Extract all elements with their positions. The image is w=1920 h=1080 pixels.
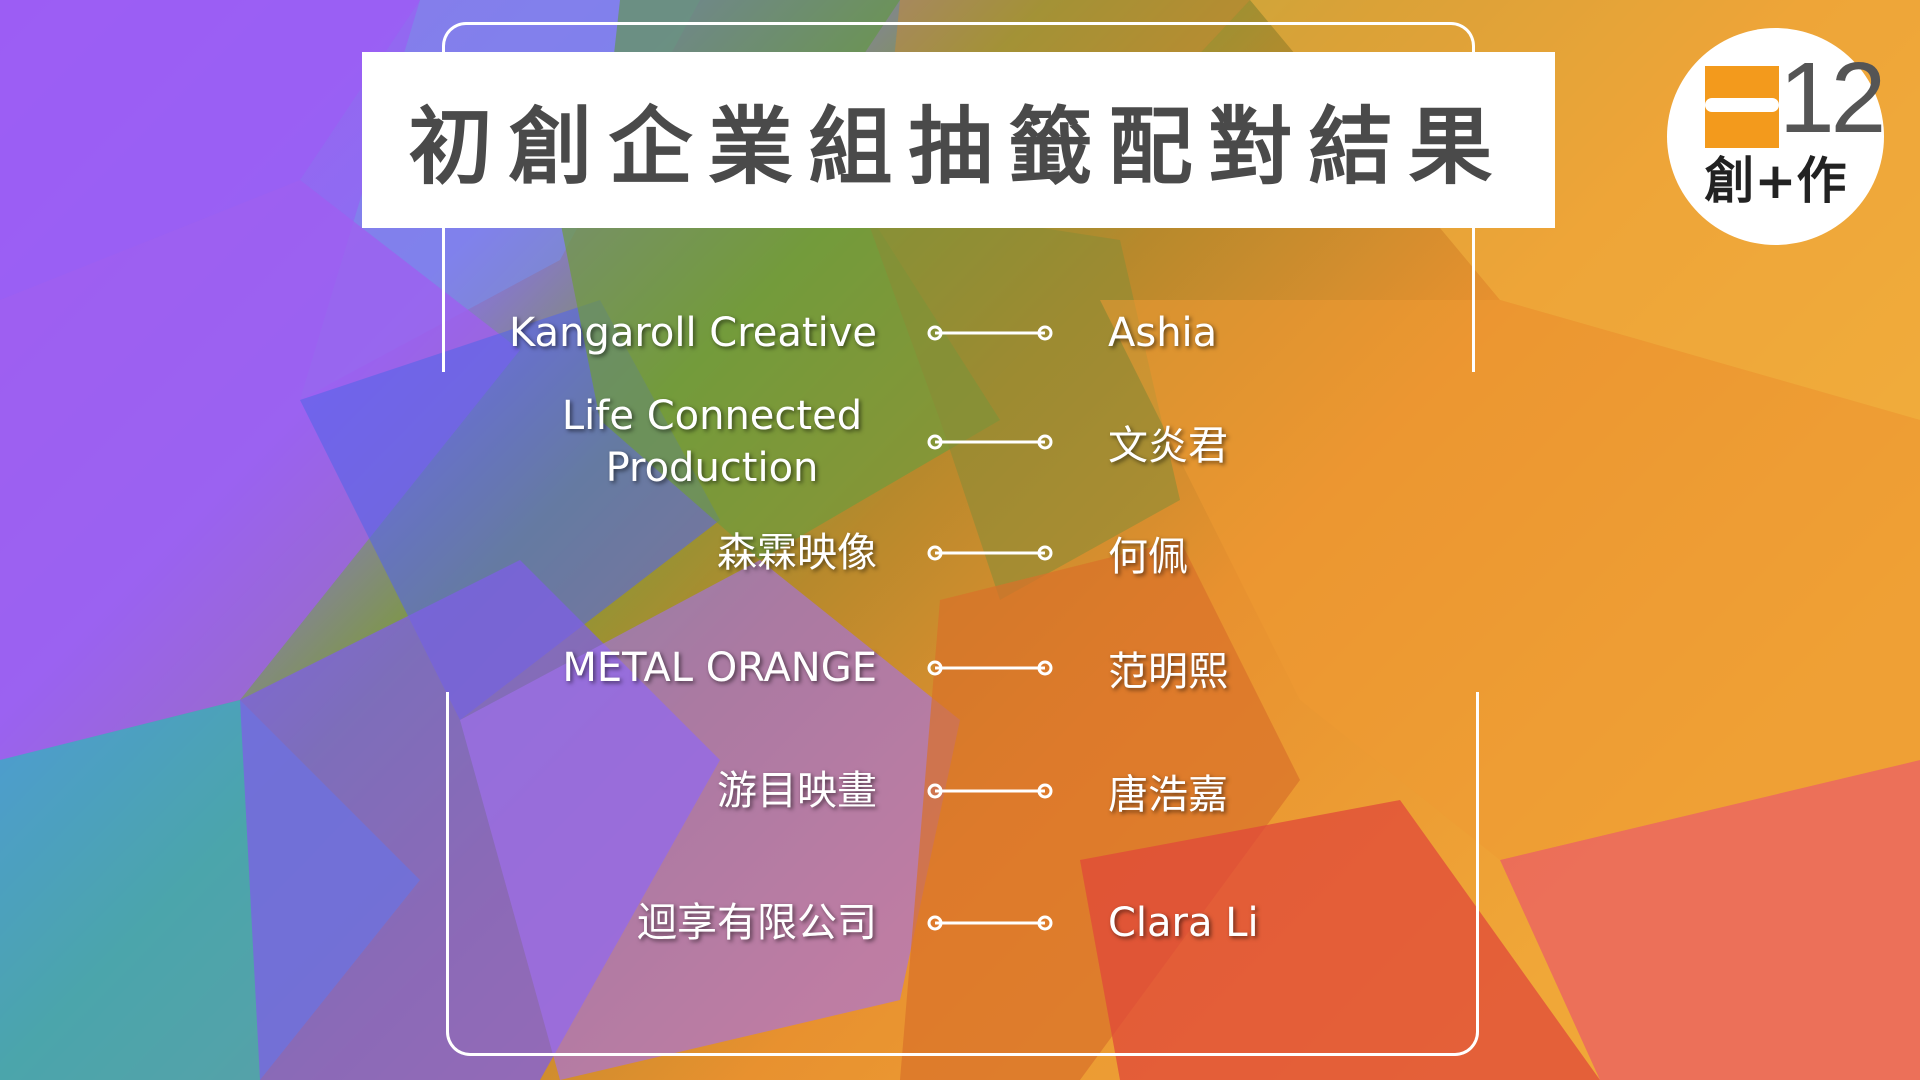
- person-name: 范明熙: [1108, 649, 1228, 695]
- connector-line-icon: [927, 434, 1053, 450]
- company-name: 森霖映像: [717, 530, 877, 576]
- pair-row: 游目映畫 唐浩嘉: [0, 741, 1920, 841]
- pair-row: Life Connected Production 文炎君: [0, 392, 1920, 492]
- connector-line-icon: [927, 325, 1053, 341]
- pair-row: 迴享有限公司 Clara Li: [0, 873, 1920, 973]
- company-name: Kangaroll Creative: [509, 310, 877, 356]
- person-name: 文炎君: [1108, 423, 1228, 469]
- company-name: Life Connected Production: [561, 393, 863, 491]
- pair-row: METAL ORANGE 范明熙: [0, 618, 1920, 718]
- connector-line-icon: [927, 783, 1053, 799]
- logo-mark: [1705, 66, 1779, 148]
- company-name: METAL ORANGE: [562, 645, 877, 691]
- person-name: 何佩: [1108, 534, 1188, 580]
- logo-text: 創+作: [1704, 152, 1847, 210]
- person-name: 唐浩嘉: [1108, 772, 1228, 818]
- logo-mark-bar: [1705, 98, 1779, 112]
- connector-line-icon: [927, 915, 1053, 931]
- pair-row: Kangaroll Creative Ashia: [0, 283, 1920, 383]
- connector-line-icon: [927, 545, 1053, 561]
- person-name: Ashia: [1108, 310, 1218, 356]
- page-title: 初創企業組抽籤配對結果: [408, 97, 1509, 196]
- logo-number: 12: [1779, 42, 1886, 154]
- person-name: Clara Li: [1108, 900, 1259, 946]
- title-banner: 初創企業組抽籤配對結果: [362, 52, 1555, 228]
- pair-row: 森霖映像 何佩: [0, 503, 1920, 603]
- company-name: 迴享有限公司: [637, 900, 877, 946]
- company-name: 游目映畫: [717, 768, 877, 814]
- connector-line-icon: [927, 660, 1053, 676]
- brand-logo: 12 創+作: [1667, 28, 1886, 245]
- frame-bottom-bracket: [446, 692, 1479, 1056]
